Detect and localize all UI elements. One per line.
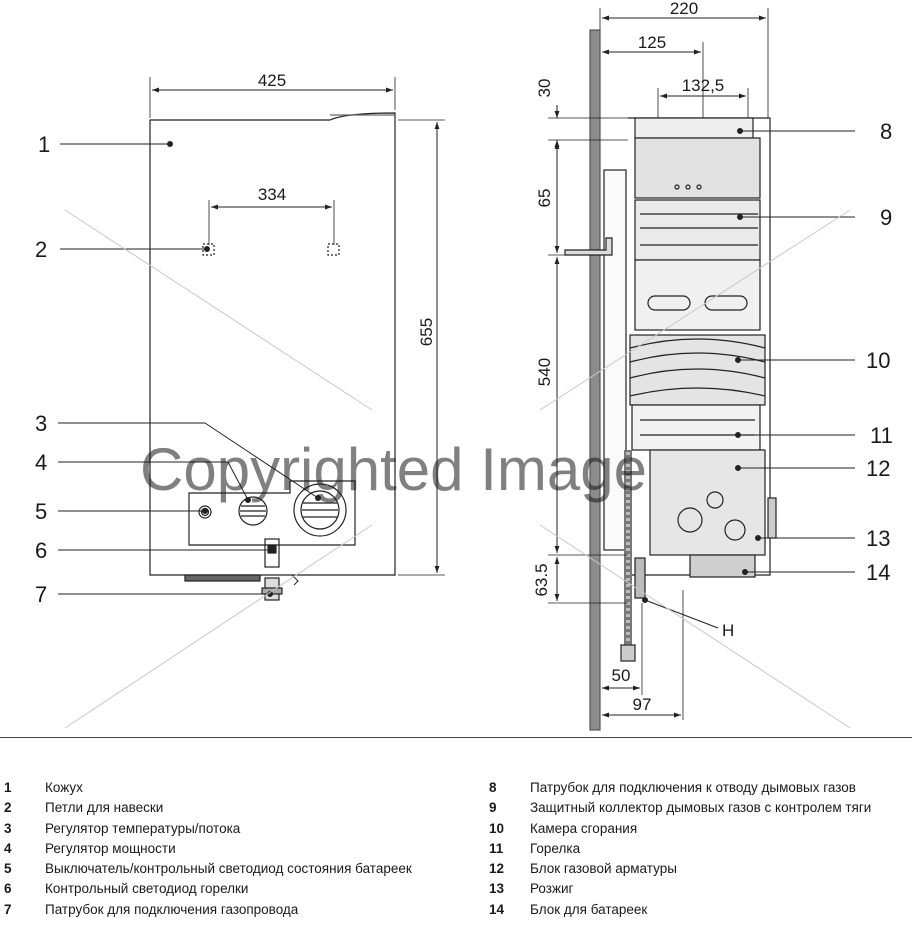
legend-item: 10 Камера сгорания [489, 819, 909, 839]
legend-number: 10 [489, 820, 505, 836]
callout-8: 8 [880, 119, 892, 144]
legend-number: 7 [4, 901, 12, 917]
dim-220: 220 [670, 0, 698, 18]
callout-5: 5 [35, 499, 47, 524]
technical-drawing: Copyrighted Image 425 334 655 220 125 13… [35, 0, 893, 731]
legend-text: Выключатель/контрольный светодиод состоя… [45, 861, 412, 877]
dim-540: 540 [535, 358, 554, 386]
side-view [548, 8, 777, 731]
callout-h: H [722, 621, 734, 640]
legend-text: Кожух [45, 780, 83, 795]
temperature-knob [293, 483, 347, 537]
legend-text: Петли для навески [45, 800, 164, 816]
callout-leaders [58, 128, 855, 629]
power-switch [198, 505, 212, 519]
dim-425: 425 [258, 71, 286, 90]
dim-63-5: 63.5 [532, 563, 551, 596]
legend-text: Регулятор мощности [45, 840, 176, 856]
hanger-right [327, 243, 340, 256]
legend-item: 14 Блок для батареек [489, 900, 909, 920]
legend-item: 8 Патрубок для подключения к отводу дымов… [489, 778, 909, 798]
legend-item: 7 Патрубок для подключения газопровода [4, 900, 444, 920]
legend-item: 12 Блок газовой арматуры [489, 859, 909, 879]
legend-number: 6 [4, 881, 12, 897]
callout-6: 6 [35, 538, 47, 563]
combustion-chamber [629, 334, 766, 406]
legend-item: 1 Кожух [4, 778, 444, 798]
dim-97: 97 [633, 695, 652, 714]
legend-item: 3 Регулятор температуры/потока [4, 819, 444, 839]
callout-11: 11 [870, 423, 893, 448]
dim-334: 334 [258, 185, 286, 204]
dim-50: 50 [612, 666, 631, 685]
dim-65: 65 [535, 189, 554, 208]
legend-text: Камера сгорания [530, 820, 638, 836]
legend-right: 8 Патрубок для подключения к отводу дымов… [489, 778, 909, 920]
hanger-left [202, 243, 215, 256]
legend-item: 9 Защитный коллектор дымовых газов с конт… [489, 798, 909, 818]
control-panel [188, 480, 356, 546]
legend-number: 14 [489, 901, 505, 917]
dimension-labels: 425 334 655 220 125 132,5 30 65 540 63.5… [258, 0, 724, 714]
legend-item: 4 Регулятор мощности [4, 839, 444, 859]
legend-number: 11 [489, 840, 504, 856]
legend-item: 6 Контрольный светодиод горелки [4, 879, 444, 899]
callout-7: 7 [35, 582, 47, 607]
legend-item: 11 Горелка [489, 839, 909, 859]
legend-text: Блок газовой арматуры [530, 861, 677, 877]
burner-led [264, 538, 280, 568]
flue-outlet [634, 117, 754, 139]
legend-text: Блок для батареек [530, 901, 648, 917]
callout-1: 1 [38, 132, 50, 157]
hanger-bracket [603, 169, 627, 551]
callout-13: 13 [866, 526, 890, 551]
legend-text: Горелка [530, 840, 581, 856]
casing-outline [149, 112, 396, 576]
legend-number: 8 [489, 780, 497, 795]
legend-number: 13 [489, 881, 505, 897]
legend-number: 4 [4, 840, 12, 856]
front-view [149, 77, 445, 601]
legend-number: 5 [4, 861, 12, 877]
separator-line [0, 737, 912, 738]
legend-left: 1 Кожух 2 Петли для навески 3 Регулятор тем… [4, 778, 444, 920]
legend-text: Розжиг [530, 881, 574, 897]
legend-text: Регулятор температуры/потока [45, 820, 241, 836]
callout-4: 4 [35, 450, 47, 475]
legend-number: 3 [4, 820, 12, 836]
legend-number: 12 [489, 861, 505, 877]
legend-text: Патрубок для подключения к отводу дымовы… [530, 780, 856, 795]
dim-125: 125 [638, 33, 666, 52]
wall-plate [589, 29, 601, 731]
legend-item: 5 Выключатель/контрольный светодиод состо… [4, 859, 444, 879]
bottom-connector [184, 574, 261, 582]
callout-numbers: 1 2 3 4 5 6 7 8 9 10 11 12 13 14 H [35, 119, 893, 640]
callout-2: 2 [35, 237, 47, 262]
dim-132-5: 132,5 [682, 76, 725, 95]
callout-12: 12 [866, 456, 890, 481]
callout-9: 9 [880, 205, 892, 230]
legend-number: 1 [4, 780, 12, 795]
watermark-lines [64, 209, 851, 729]
callout-3: 3 [35, 411, 47, 436]
battery-block [689, 554, 756, 578]
dim-30: 30 [535, 79, 554, 98]
legend-text: Контрольный светодиод горелки [45, 881, 249, 897]
legend-text: Патрубок для подключения газопровода [45, 901, 299, 917]
legend-number: 9 [489, 800, 497, 816]
legend-item: 13 Розжиг [489, 879, 909, 899]
watermark: Copyrighted Image [140, 436, 647, 503]
legend-item: 2 Петли для навески [4, 798, 444, 818]
callout-10: 10 [866, 348, 890, 373]
burner [631, 404, 761, 451]
dim-655: 655 [417, 318, 436, 346]
legend-number: 2 [4, 800, 12, 816]
power-knob [238, 496, 268, 526]
legend-text: Защитный коллектор дымовых газов с контр… [530, 800, 872, 816]
callout-14: 14 [866, 560, 890, 585]
